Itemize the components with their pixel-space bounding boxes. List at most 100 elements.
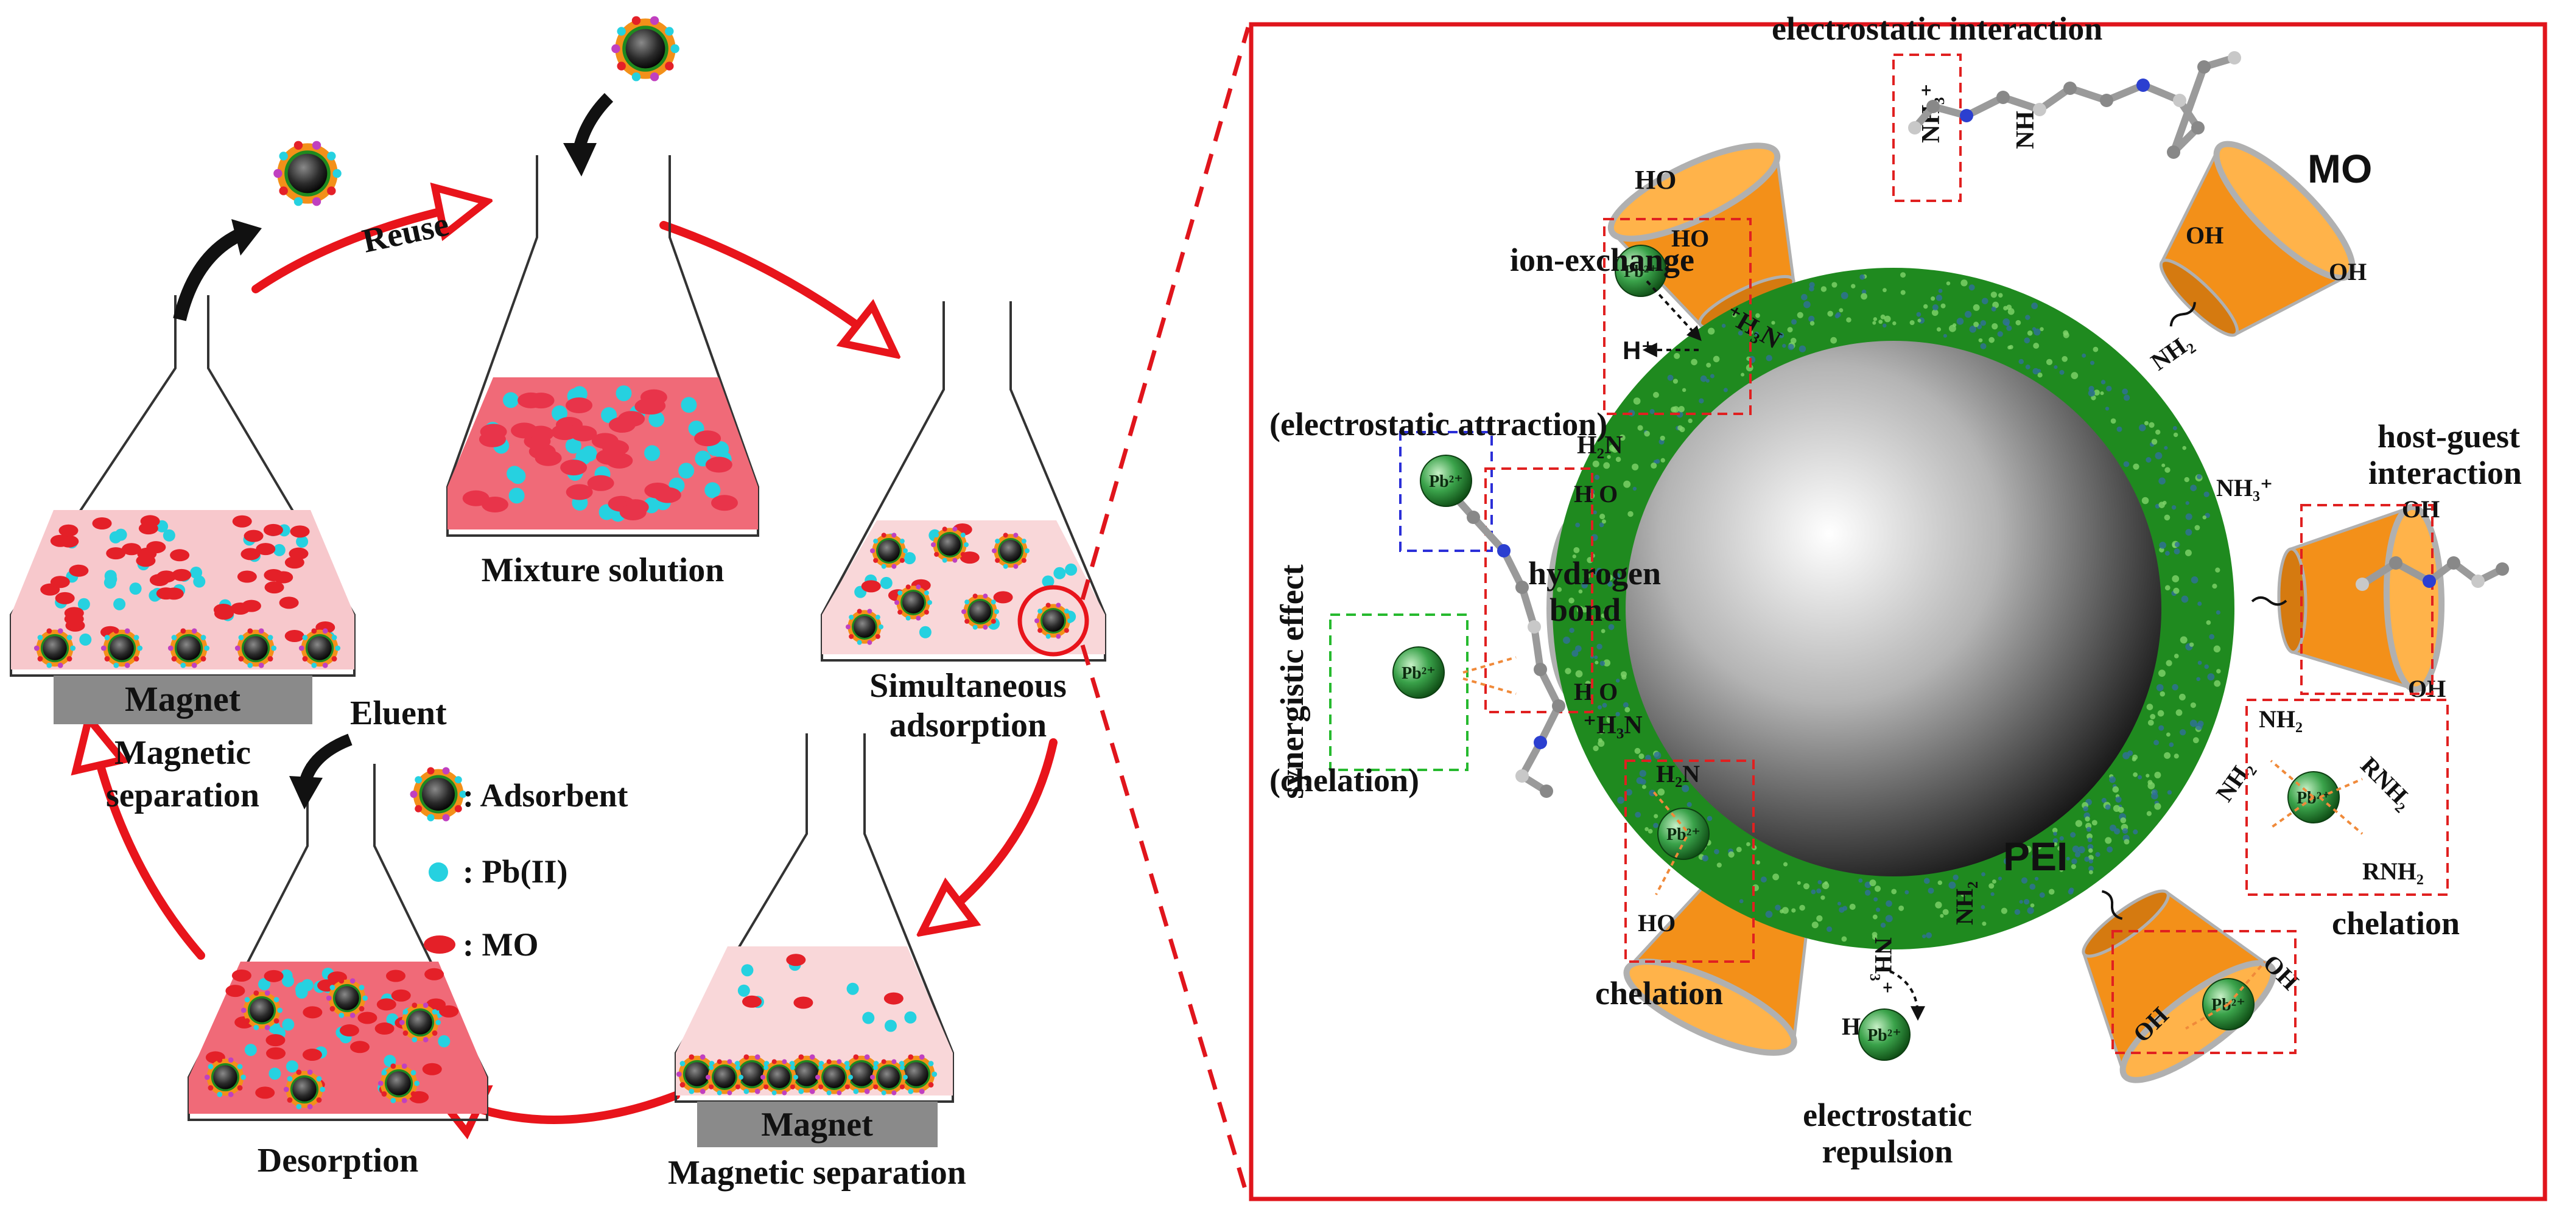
bead-dot: [665, 61, 674, 71]
bead-dot: [1067, 618, 1072, 623]
pei-speckle: [2066, 856, 2070, 861]
bond: [2170, 63, 2208, 156]
pei-speckle: [1940, 303, 1946, 309]
pei-speckle: [2151, 439, 2158, 445]
pei-speckle: [1670, 406, 1677, 413]
bead-dot: [339, 978, 345, 984]
adsorbent-bead: [240, 990, 283, 1030]
pei-speckle: [2059, 369, 2065, 375]
pei-speckle: [1873, 897, 1878, 902]
pei-speckle: [1820, 895, 1825, 900]
bead-core: [878, 1066, 900, 1088]
bead-dot: [942, 526, 947, 532]
adsorbent-bead: [283, 1069, 326, 1109]
bead-dot: [180, 662, 186, 668]
group-label-ho-chel: HO: [1638, 909, 1676, 937]
pei-speckle: [1964, 310, 1972, 318]
pei-speckle: [1599, 513, 1606, 520]
pei-speckle: [2161, 463, 2166, 467]
mo-molecule: [237, 570, 257, 583]
bead-dot: [864, 1054, 870, 1060]
bead-dot: [33, 645, 40, 651]
pei-speckle: [1592, 460, 1599, 467]
bead-dot: [919, 1054, 925, 1060]
pei-speckle: [1797, 312, 1803, 318]
pb-ion: [704, 482, 721, 498]
bead-dot: [217, 1091, 223, 1097]
pei-speckle: [2003, 306, 2008, 311]
magnet-label: Magnet: [761, 1106, 873, 1144]
cup-rim-narrow: [2159, 259, 2239, 337]
bead-dot: [899, 539, 905, 544]
mo-molecule: [69, 564, 89, 577]
cup-rim-wide: [2213, 141, 2356, 281]
pei-speckle: [2169, 742, 2174, 747]
arrow-add-adsorbent-head: [563, 143, 597, 176]
mo-molecule: [386, 970, 406, 982]
flask-magnetic-separation-right: Magnet: [675, 733, 954, 1147]
bead-dot: [302, 656, 308, 662]
pei-speckle: [2113, 828, 2121, 835]
bead-dot: [873, 557, 879, 563]
pei-speckle: [1917, 318, 1921, 323]
bead-dot: [377, 1080, 384, 1086]
mo-molecule: [58, 524, 79, 537]
pei-speckle: [1573, 547, 1580, 553]
pei-speckle: [1575, 522, 1581, 528]
atom: [2228, 51, 2241, 65]
pb-ion: [163, 529, 175, 542]
bead-dot: [735, 1065, 740, 1071]
pei-speckle: [2175, 709, 2183, 716]
pei-speckle: [1851, 284, 1856, 288]
bead-dot: [327, 152, 336, 161]
zoom-line-bottom: [1080, 644, 1251, 1200]
pei-speckle: [2006, 304, 2012, 310]
pei-speckle: [1839, 907, 1845, 913]
adsorbent-bead: [992, 533, 1030, 569]
pei-speckle: [1746, 842, 1750, 847]
adsorbent-bead: [706, 1059, 743, 1095]
group-label-ho-top-left: HO: [1635, 165, 1676, 195]
pei-speckle: [1627, 511, 1634, 517]
bead-dot: [200, 635, 206, 640]
bead-dot: [200, 656, 206, 662]
bead-dot: [942, 557, 947, 563]
mo-molecule: [349, 1041, 370, 1054]
cup-rim-wide: [1607, 142, 1781, 242]
bead-dot: [113, 662, 119, 668]
pei-speckle: [1736, 847, 1742, 853]
pb-ion: [884, 1019, 897, 1032]
pei-speckle: [1645, 755, 1651, 761]
bead-dot: [617, 61, 626, 71]
pei-speckle: [1648, 829, 1653, 834]
group-label-oh-host-top: OH: [2402, 495, 2440, 523]
pei-speckle: [1900, 272, 1906, 278]
pei-speckle: [1716, 862, 1722, 868]
box-chelation-left: [1624, 760, 1755, 963]
bead-dot: [867, 609, 872, 614]
pei-speckle: [1931, 296, 1936, 301]
pei-speckle: [2196, 677, 2201, 682]
mo-molecule: [244, 529, 264, 542]
bead-dot: [238, 656, 244, 662]
adsorbent-bead: [961, 593, 999, 630]
pei-speckle: [1766, 355, 1772, 362]
pei-speckle: [1634, 747, 1641, 754]
pei-speckle: [2039, 892, 2045, 898]
box-host-guest: [2300, 504, 2434, 695]
pei-speckle: [2009, 344, 2013, 349]
pb-ion: [644, 445, 661, 461]
pei-speckle: [2059, 836, 2064, 841]
bead-dot: [402, 1030, 409, 1036]
box-electrostatic-attraction: [1399, 431, 1493, 552]
bead-dot: [928, 1082, 934, 1088]
bead-core: [335, 986, 359, 1010]
bead-dot: [818, 1065, 824, 1071]
mo-molecule: [786, 954, 806, 966]
pei-speckle: [1603, 462, 1610, 469]
adsorbent-bead: [894, 584, 932, 621]
cyclodextrin-cup: [2251, 503, 2445, 693]
atom: [1515, 769, 1529, 783]
bead-dot: [298, 645, 304, 651]
bead-dot: [983, 593, 988, 599]
